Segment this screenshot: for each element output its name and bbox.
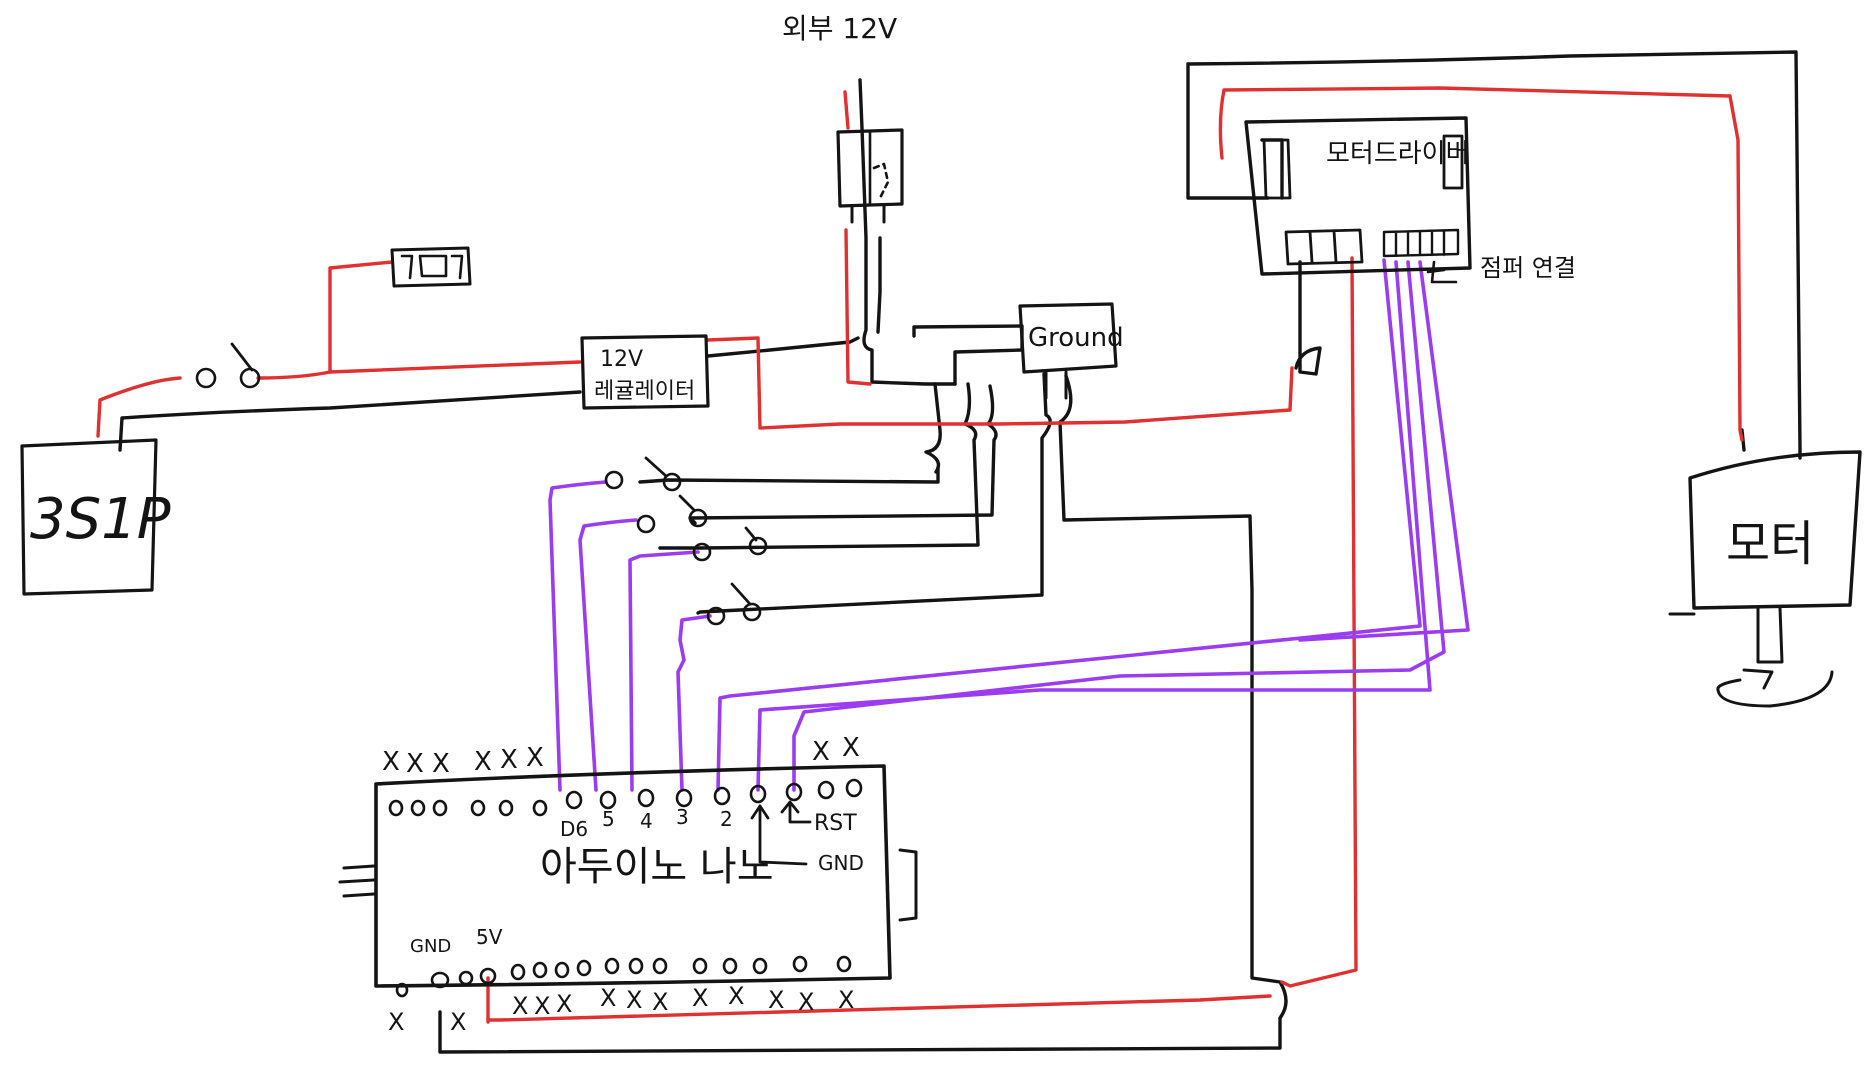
unused-mark: X — [652, 988, 668, 1016]
pin-label-2: 2 — [720, 807, 733, 831]
fuse-holder — [390, 246, 472, 288]
pin-label-rst: RST — [814, 811, 857, 836]
mode-switch-4 — [706, 582, 762, 626]
unused-mark: X — [600, 984, 616, 1012]
regulator-label-line2: 레귤레이터 — [594, 379, 695, 404]
unused-mark: X — [798, 988, 814, 1016]
mode-switch-2 — [636, 494, 708, 534]
ground-block: Ground — [1018, 302, 1124, 400]
unused-mark: X — [474, 747, 492, 777]
arduino-label: 아두이노 나노 — [540, 844, 774, 890]
motor-driver: 모터드라이버 점퍼 연결 — [1244, 116, 1576, 284]
unused-mark: X — [728, 982, 744, 1010]
unused-mark: X — [556, 990, 572, 1018]
regulator-label-line1: 12V — [600, 347, 643, 372]
regulator: 12V 레귤레이터 — [580, 334, 710, 410]
motor: 모터 — [1668, 450, 1862, 708]
pin-label-5: 5 — [602, 807, 615, 831]
unused-mark: X — [526, 743, 544, 773]
power-switch — [195, 342, 261, 389]
external-power-label: 외부 12V — [782, 12, 897, 45]
motor-label: 모터 — [1726, 516, 1814, 572]
unused-pin-marks: X X X X X X X X X X X X X X X X X X X X … — [382, 733, 860, 1036]
unused-mark: X — [406, 749, 424, 779]
unused-mark: X — [842, 733, 860, 763]
pin-label-4: 4 — [640, 809, 653, 833]
arduino-bottom-pins — [395, 955, 852, 998]
jumper-note: 점퍼 연결 — [1480, 254, 1576, 282]
pin-label-3: 3 — [676, 805, 689, 829]
signal-wires — [548, 258, 1470, 792]
pin-label-5v: 5V — [476, 925, 503, 949]
arduino-top-pins — [388, 778, 863, 817]
unused-mark: X — [534, 992, 550, 1020]
unused-mark: X — [450, 1008, 466, 1036]
unused-mark: X — [838, 986, 854, 1014]
mode-switch-1 — [604, 456, 682, 492]
power-wires — [96, 86, 1744, 1024]
pin-label-gnd-bottom: GND — [410, 936, 451, 957]
unused-mark: X — [512, 992, 528, 1020]
battery: 3S1P — [20, 438, 171, 596]
ground-block-label: Ground — [1028, 323, 1124, 353]
ground-wires — [118, 50, 1802, 1054]
pin-label-gnd-top: GND — [818, 851, 864, 875]
unused-mark: X — [626, 986, 642, 1014]
unused-mark: X — [812, 737, 830, 767]
unused-mark: X — [382, 747, 400, 777]
unused-mark: X — [768, 986, 784, 1014]
unused-mark: X — [692, 984, 708, 1012]
arduino-nano: D6 5 4 3 2 GND RST 아두이노 나노 — [338, 764, 918, 998]
battery-label: 3S1P — [30, 487, 171, 552]
motor-driver-label: 모터드라이버 — [1326, 139, 1470, 169]
pin-label-d6: D6 — [560, 817, 588, 841]
external-power-connector: 외부 12V — [782, 12, 904, 224]
mode-switch-3 — [692, 526, 768, 562]
unused-mark: X — [500, 745, 518, 775]
unused-mark: X — [388, 1008, 404, 1036]
unused-mark: X — [432, 749, 450, 779]
